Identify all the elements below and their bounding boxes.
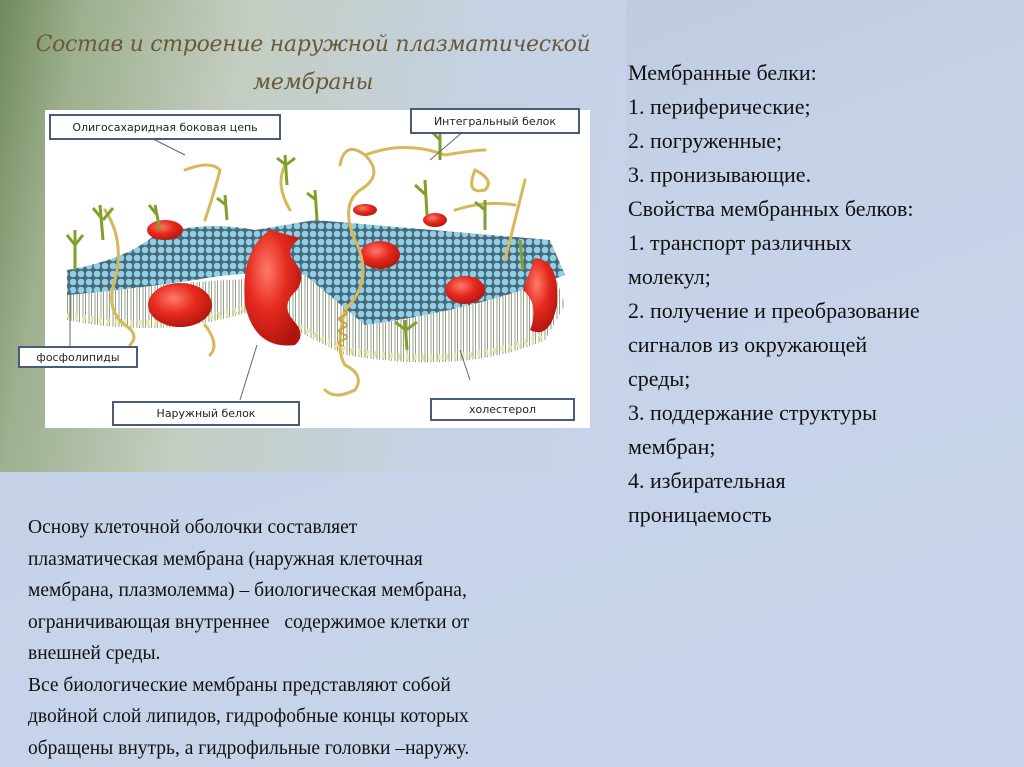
right-text-line: сигналов из окружающей xyxy=(628,332,868,357)
bottom-text-line: плазматическая мембрана (наружная клеточ… xyxy=(28,548,423,570)
bottom-text-line: обращены внутрь, а гидрофильные головки … xyxy=(28,737,470,759)
right-text-line: мембран; xyxy=(628,434,716,459)
bottom-text-line: Все биологические мембраны представляют … xyxy=(28,674,451,696)
right-text-line: Мембранные белки: xyxy=(628,60,817,85)
label-outer-protein: Наружный белок xyxy=(112,401,300,426)
label-cholesterol: холестерол xyxy=(430,398,575,421)
right-text-line: 2. получение и преобразование xyxy=(628,298,920,323)
label-phospholipids: фосфолипиды xyxy=(18,346,138,368)
membrane-diagram: Олигосахаридная боковая цепь Интегральны… xyxy=(18,108,590,428)
membrane-illustration xyxy=(65,125,565,401)
right-text-line: молекул; xyxy=(628,264,711,289)
right-text-line: 3. пронизывающие. xyxy=(628,162,812,187)
right-text-line: 4. избирательная xyxy=(628,468,786,493)
right-text-line: 3. поддержание структуры xyxy=(628,400,877,425)
bottom-text-line: мембрана, плазмолемма) – биологическая м… xyxy=(28,580,467,601)
image-title-line-1: Состав и строение наружной плазматическо… xyxy=(35,32,591,57)
membrane-proteins-text: Мембранные белки: 1. периферические; 2. … xyxy=(628,56,1018,532)
right-text-line: среды; xyxy=(628,366,691,391)
right-text-line: 1. периферические; xyxy=(628,94,811,119)
plasma-membrane-description: Основу клеточной оболочки составляет пла… xyxy=(28,512,628,764)
label-oligosaccharide-chain: Олигосахаридная боковая цепь xyxy=(49,114,281,140)
right-text-line: 2. погруженные; xyxy=(628,128,783,153)
image-title: Состав и строение наружной плазматическо… xyxy=(0,26,626,102)
bottom-text-line: Основу клеточной оболочки составляет xyxy=(28,517,358,538)
bottom-text-line: двойной слой липидов, гидрофобные концы … xyxy=(28,706,469,727)
right-text-line: 1. транспорт различных xyxy=(628,230,852,255)
bottom-text-line: внешней среды. xyxy=(28,643,161,664)
membrane-image-panel: Состав и строение наружной плазматическо… xyxy=(0,0,626,472)
image-title-line-2: мембраны xyxy=(252,70,374,95)
bottom-text-line: ограничивающая внутреннее содержимое кле… xyxy=(28,611,470,633)
label-integral-protein: Интегральный белок xyxy=(410,108,580,134)
right-text-line: Свойства мембранных белков: xyxy=(628,196,914,221)
right-text-line: проницаемость xyxy=(628,502,772,527)
